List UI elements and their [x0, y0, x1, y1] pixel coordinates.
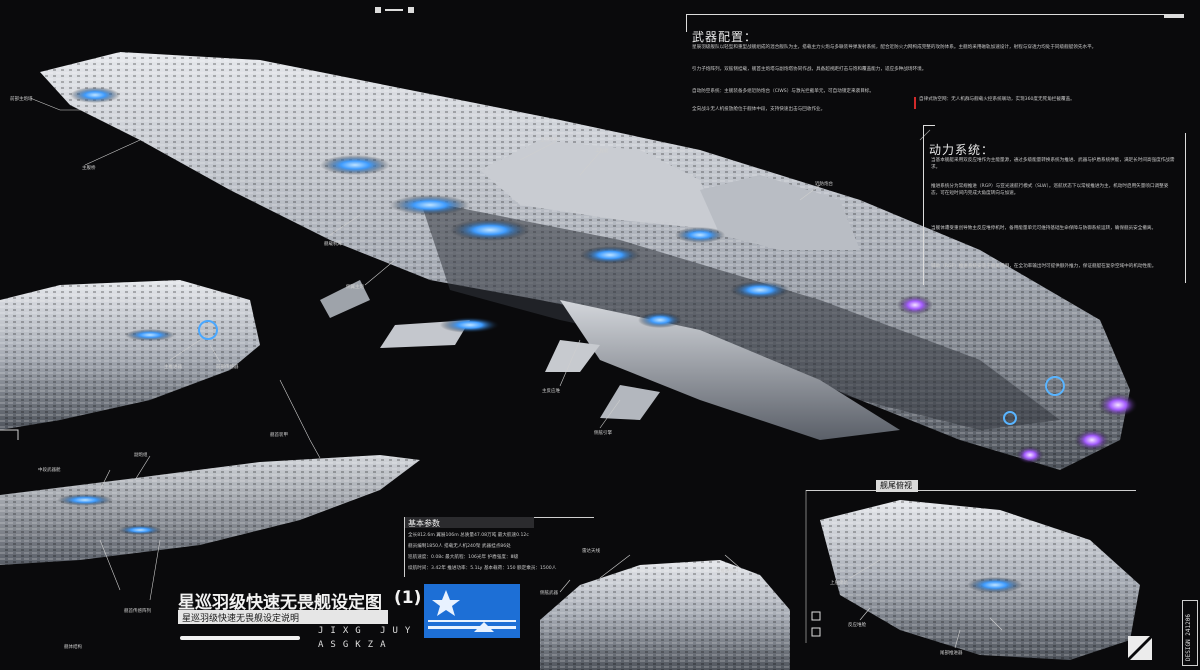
faction-emblem — [424, 584, 520, 638]
weapons-text-4: 全向战斗无人机投放舱位于舰体中段，支持快速出击与回收作业。 — [692, 107, 826, 112]
basic-line-2: 舰员编制1850人 搭载无人机240架 武器挂点86处 — [408, 544, 511, 549]
callout-19: 主推进喷口 — [716, 569, 739, 574]
callout-2: 主舰桥 — [82, 166, 96, 171]
weapons-text-2: 引力子炮阵列，双舷侧挂载，舰首主炮塔与副炮塔协同作战，具备超视距打击与饱和覆盖能… — [692, 67, 927, 72]
callout-6: 舰载机库 — [324, 242, 342, 247]
side-label: DESIGN 241206 — [1185, 614, 1192, 661]
callout-8: 主反应堆 — [542, 389, 560, 394]
detail-ship-lower — [0, 455, 420, 565]
callout-21: 反应堆舱 — [848, 623, 866, 628]
callout-5: 近防炮台 — [815, 182, 833, 187]
basic-line-3: 巡航速度：0.08c 最大航程：106光年 护盾强度：Ⅲ级 — [408, 555, 519, 560]
callout-17: 雷达天线 — [582, 549, 600, 554]
callout-18: 侧舷武器 — [540, 591, 558, 596]
header-marker — [375, 7, 420, 13]
callout-lines — [29, 97, 1003, 649]
callout-3: 主装甲带 — [540, 138, 558, 143]
stern-view-ship — [820, 500, 1140, 660]
stern-view-frame: 舰尾俯视 — [806, 480, 1146, 492]
detail-ship-bottom — [540, 560, 790, 670]
callout-20: 上层建筑 — [830, 581, 848, 586]
title-number: (1) — [394, 588, 422, 608]
side-label-box: DESIGN 241206 — [1182, 600, 1198, 666]
latin-title-bottom: ASGKZA — [318, 640, 393, 650]
power-text-3: 当舰体遭受重创导致主反应堆停机时，备用能量单元可维持基础生命保障与防御系统运转，… — [931, 226, 1157, 231]
callout-13: 中段武器舱 — [38, 468, 61, 473]
basic-params-panel: 基本参数 全长812.6m 翼展106m 总质量47.08万吨 最大航速0.12… — [404, 517, 609, 589]
callout-4: 工程舱 — [595, 149, 609, 154]
power-text-2: 推进系统分为常规推进（RGP）与亚光速航行模式（SLW）。巡航状态下以常规推进为… — [931, 184, 1169, 196]
power-title: 动力系统： — [929, 143, 995, 157]
stern-view-title: 舰尾俯视 — [880, 481, 912, 490]
weapons-text-1: 星辰羽级舰队以轻型和重型战舰组成的混合舰队为主，搭载主力火炮与多联装导弹发射系统… — [692, 45, 1097, 50]
callout-12: 舰首装甲 — [270, 433, 288, 438]
weapons-panel: 武器配置： 星辰羽级舰队以轻型和重型战舰组成的混合舰队为主，搭载主力火炮与多联装… — [686, 14, 1189, 124]
basic-line-4: 续航时间：3.42年 推进功率：5.1Ly 基本载荷：150 额定乘员：1500… — [408, 566, 557, 571]
callout-7: 侧翼主炮 — [346, 285, 364, 290]
basic-params-title: 基本参数 — [408, 519, 440, 528]
sub-title: 星巡羽级快速无畏舰设定说明 — [182, 614, 300, 624]
main-ship — [40, 52, 1138, 470]
power-text-1: 当基本舰艇采用双反应堆作为主能量源，通过多级能量转换系统为推进、武器与护盾系统供… — [931, 158, 1175, 170]
detail-ship-left — [0, 280, 260, 430]
main-title: 星巡羽级快速无畏舰设定图 — [178, 593, 382, 613]
callout-16: 舰体结构 — [64, 645, 82, 650]
title-block: 星巡羽级快速无畏舰设定图 (1) 星巡羽级快速无畏舰设定说明 JIXG JUY … — [168, 580, 528, 668]
power-panel: 动力系统： 当基本舰艇采用双反应堆作为主能量源，通过多级能量转换系统为推进、武器… — [923, 125, 1186, 305]
callout-1: 前部主炮塔 — [10, 97, 33, 102]
latin-title-top: JIXG JUY TU — [318, 626, 455, 636]
callout-15: 舰首传感阵列 — [124, 609, 151, 614]
callout-14: 副炮组 — [134, 453, 148, 458]
weapons-text-3: 自动防空系统：主舰装备多组近防炮台（CIWS）与激光拦截单元，可自动锁定来袭目标… — [692, 89, 874, 94]
callout-11: 前部传感器 — [216, 365, 239, 370]
callout-9: 侧舷引擎 — [594, 431, 612, 436]
callout-10: 主推进器 — [164, 365, 182, 370]
weapons-title: 武器配置： — [692, 30, 758, 44]
weapons-note: 自律式防空网：无人机群与舰载火控系统联动，实现360度无死角拦截覆盖。 — [919, 97, 1075, 102]
basic-line-1: 全长812.6m 翼展106m 总质量47.08万吨 最大航速0.12c — [408, 533, 529, 538]
callout-22: 尾部推进器 — [940, 651, 963, 656]
power-text-4: 辅助（RGF）推进系统安装于舰尾两侧，在全功率输出时可提供额外推力，保证舰艇在复… — [931, 264, 1157, 269]
